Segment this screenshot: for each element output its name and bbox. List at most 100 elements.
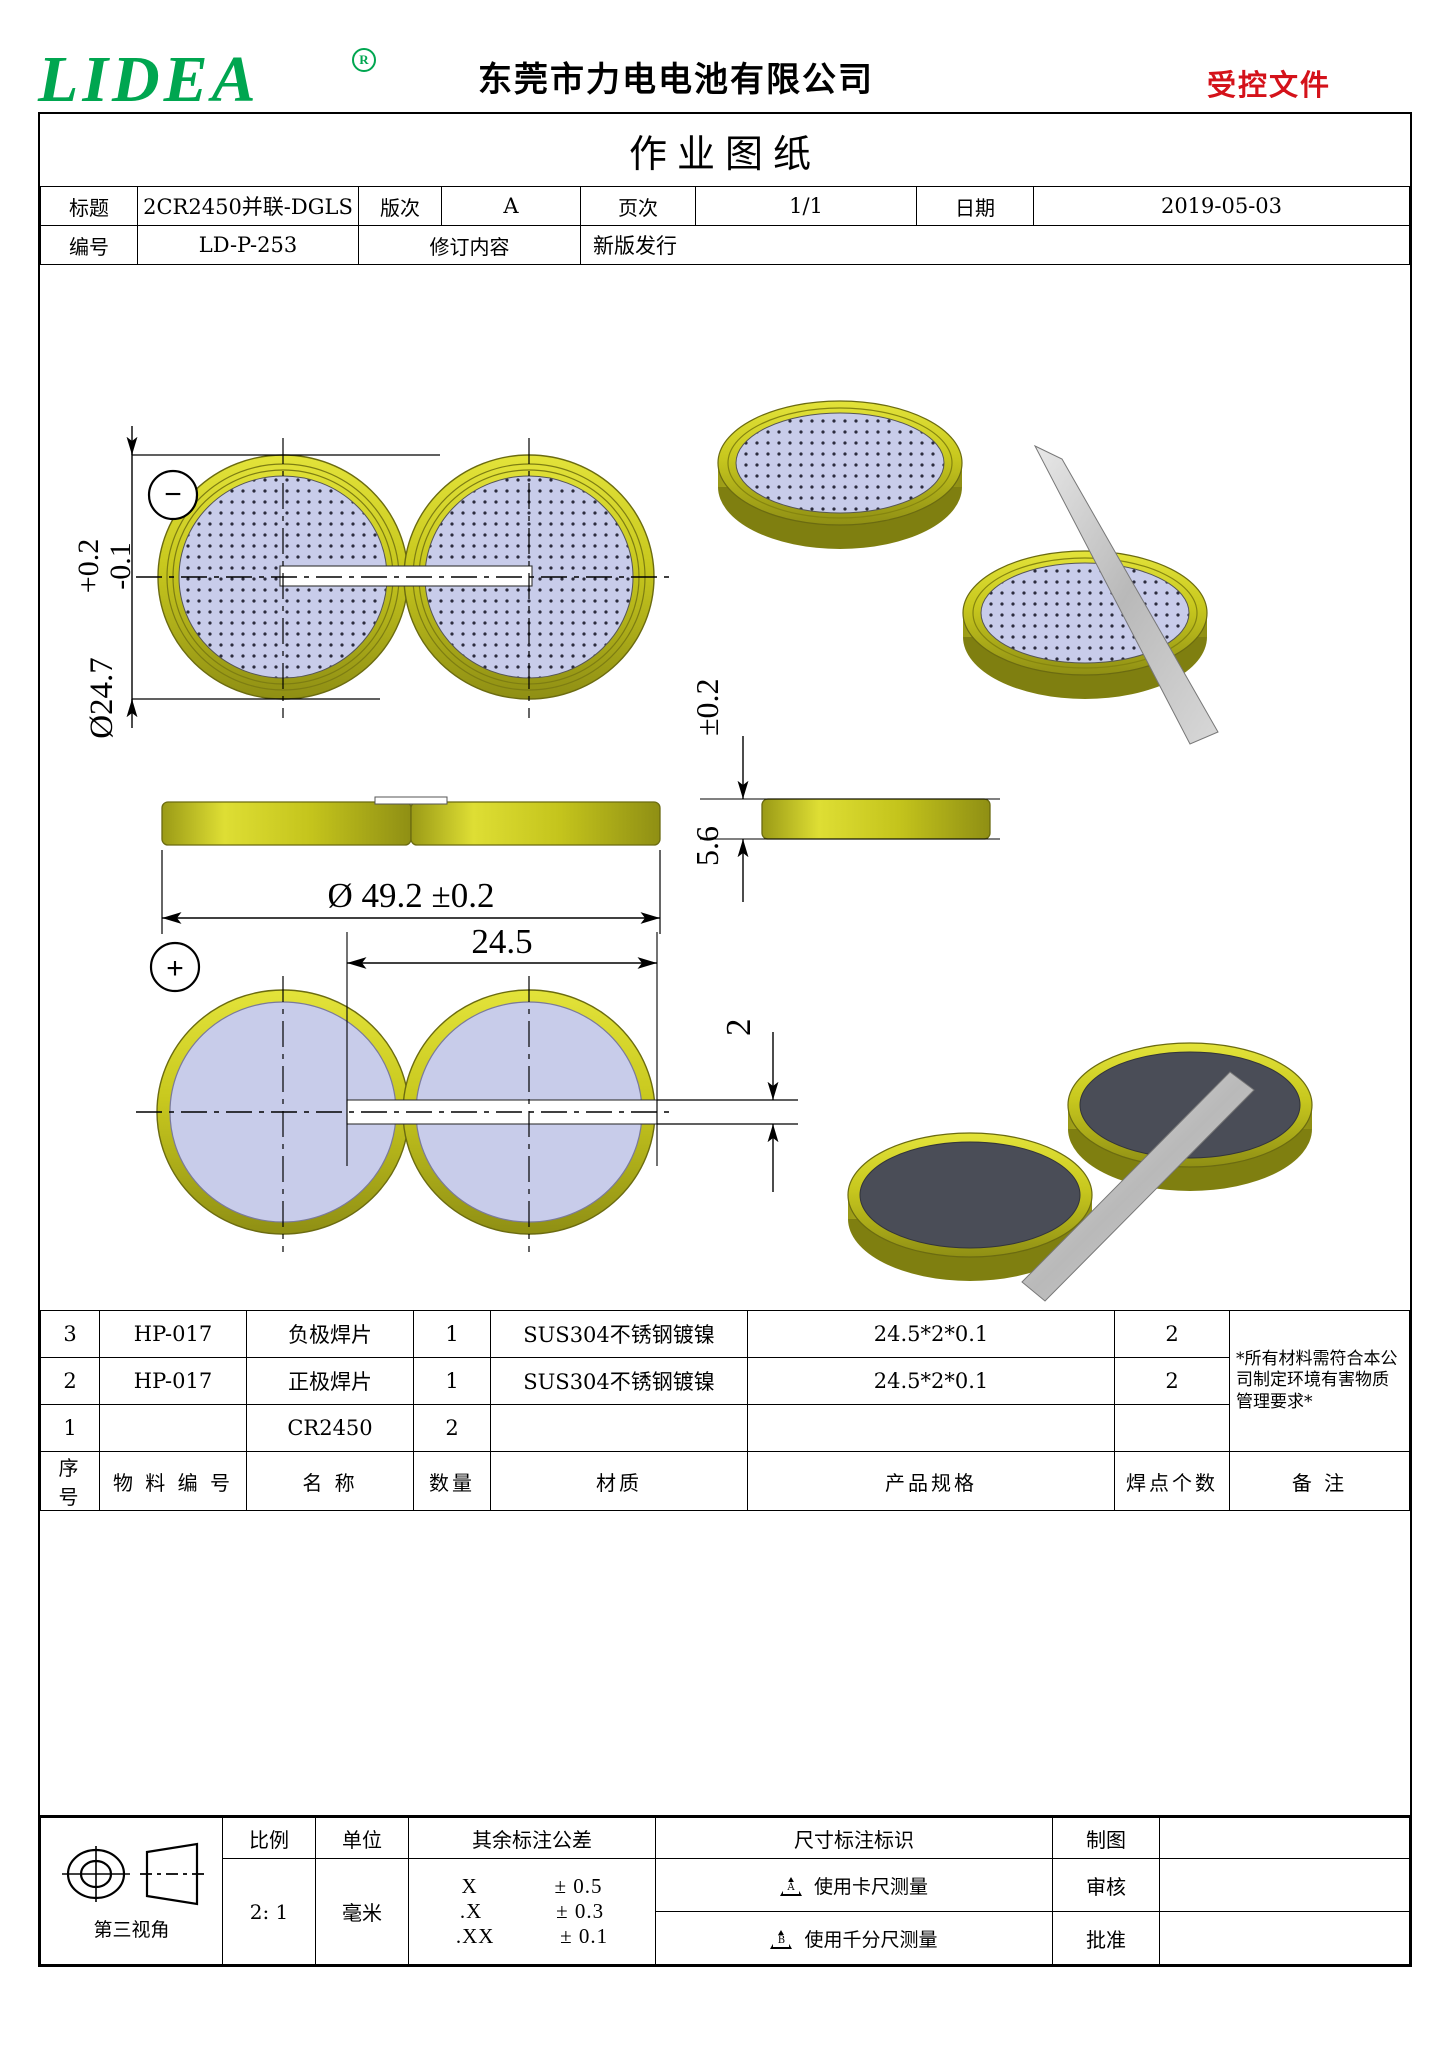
dim-tab-width: 2 (657, 1019, 798, 1192)
page-title: 作业图纸 (628, 131, 821, 176)
bom-part: HP-017 (99, 1357, 247, 1405)
legend-block: 第三视角 比例 单位 其余标注公差 尺寸标注标识 制图 2: 1 毫米 X± 0… (40, 1815, 1410, 1965)
bom-table: 3 HP-017 负极焊片 1 SUS304不锈钢镀镍 24.5*2*0.1 2… (40, 1310, 1410, 1511)
bom-header-remark: 备 注 (1229, 1451, 1410, 1511)
bom-header-part: 物 料 编 号 (99, 1451, 247, 1511)
bom-material (490, 1404, 748, 1452)
bom-header-qty: 数量 (413, 1451, 491, 1511)
bom-part (99, 1404, 247, 1452)
bom-header-no: 序 号 (40, 1451, 100, 1511)
bom-no: 2 (40, 1357, 100, 1405)
scale-label: 比例 (222, 1817, 316, 1859)
registered-trademark-icon: R (352, 44, 376, 72)
table-row: 3 HP-017 负极焊片 1 SUS304不锈钢镀镍 24.5*2*0.1 2… (40, 1310, 1410, 1452)
measure-caliper-text: 使用卡尺测量 (814, 1875, 929, 1898)
tol-val-dx: ± 0.3 (556, 1899, 605, 1923)
measure-header: 尺寸标注标识 (655, 1817, 1053, 1859)
company-name: 东莞市力电电池有限公司 (478, 60, 874, 100)
approval-value-draw[interactable] (1159, 1817, 1410, 1859)
bom-spec: 24.5*2*0.1 (747, 1310, 1115, 1358)
projection-label: 第三视角 (93, 1919, 170, 1941)
bom-welds (1114, 1404, 1230, 1452)
unit-label: 单位 (315, 1817, 409, 1859)
approval-label-check: 审核 (1052, 1858, 1160, 1912)
dim-label-overall-width: Ø 49.2 ±0.2 (328, 876, 495, 915)
bom-no: 3 (40, 1310, 100, 1358)
positive-isometric-view (847, 1042, 1313, 1302)
title-block-row-2: 编号 LD-P-253 修订内容 新版发行 (40, 225, 1410, 265)
dim-label-diameter-cell: Ø24.7 (84, 657, 120, 739)
third-angle-projection-cell: 第三视角 (40, 1817, 223, 1965)
third-angle-projection-icon (61, 1842, 204, 1906)
label-bianhao: 编号 (40, 225, 138, 265)
dim-label-thickness: 5.6 (689, 826, 725, 866)
value-date: 2019-05-03 (1033, 186, 1410, 226)
bom-welds: 2 (1114, 1357, 1230, 1405)
bom-qty: 2 (413, 1404, 491, 1452)
tol-key-x: X (461, 1874, 478, 1898)
measure-micrometer-text: 使用千分尺测量 (804, 1928, 938, 1951)
dim-label-tol-lower: -0.1 (104, 542, 137, 590)
value-product-title: 2CR2450并联-DGLS (137, 186, 359, 226)
bom-material: SUS304不锈钢镀镍 (490, 1310, 748, 1358)
unit-value: 毫米 (315, 1858, 409, 1965)
lidea-logo: LIDEA (38, 43, 260, 116)
label-banci: 版次 (358, 186, 442, 226)
label-xiudingneirong: 修订内容 (358, 225, 581, 265)
title-block-row-1: 标题 2CR2450并联-DGLS 版次 A 页次 1/1 日期 2019-05… (40, 186, 1410, 226)
bom-no: 1 (40, 1404, 100, 1452)
value-revision-content: 新版发行 (580, 225, 1410, 265)
label-yeci: 页次 (580, 186, 696, 226)
dim-label-tab-width: 2 (719, 1019, 758, 1037)
tol-key-dxx: .XX (455, 1924, 495, 1948)
dim-diameter-24-7: +0.2 -0.1 Ø24.7 (72, 426, 440, 739)
dim-label-thickness-tol: ±0.2 (689, 678, 725, 736)
controlled-document-stamp: 受控文件 (1207, 68, 1332, 102)
dim-label-tab-length: 24.5 (471, 922, 532, 961)
tol-val-x: ± 0.5 (554, 1874, 603, 1898)
negative-polarity-label: − (164, 478, 182, 511)
page-header: LIDEA R 东莞市力电电池有限公司 受控文件 (0, 0, 1447, 116)
bom-header-welds: 焊点个数 (1114, 1451, 1230, 1511)
bom-name: CR2450 (246, 1404, 414, 1452)
measure-micrometer: B 使用千分尺测量 (655, 1911, 1053, 1965)
bom-header-spec: 产品规格 (747, 1451, 1115, 1511)
drawing-area: − +0.2 -0.1 Ø24.7 (40, 266, 1410, 1310)
bom-name: 负极焊片 (246, 1310, 414, 1358)
weld-tab-negative (1033, 444, 1219, 745)
approval-value-approve[interactable] (1159, 1911, 1410, 1965)
tolerance-list: X± 0.5 .X± 0.3 .XX± 0.1 (408, 1858, 656, 1965)
title-block-table: 标题 2CR2450并联-DGLS 版次 A 页次 1/1 日期 2019-05… (40, 186, 1410, 265)
scale-value: 2: 1 (222, 1858, 316, 1965)
tolerance-header: 其余标注公差 (408, 1817, 656, 1859)
bom-remark: *所有材料需符合本公司制定环境有害物质管理要求* (1229, 1310, 1410, 1452)
dim-thickness: ±0.2 5.6 (689, 678, 1000, 902)
bom-qty: 1 (413, 1357, 491, 1405)
negative-polarity-icon (147, 469, 199, 521)
positive-top-view: + (136, 941, 676, 1252)
bom-header-row: 序 号 物 料 编 号 名 称 数量 材质 产品规格 焊点个数 备 注 (40, 1451, 1410, 1511)
bom-name: 正极焊片 (246, 1357, 414, 1405)
table-row: 2 HP-017 正极焊片 1 SUS304不锈钢镀镍 24.5*2*0.1 2 (40, 1357, 1410, 1405)
label-riqi: 日期 (916, 186, 1034, 226)
warning-triangle-b-icon: B (770, 1929, 793, 1949)
tol-val-dxx: ± 0.1 (560, 1924, 609, 1948)
warning-triangle-a-icon: A (779, 1876, 802, 1896)
dim-label-tol-upper: +0.2 (72, 539, 105, 593)
table-row: 1 CR2450 2 (40, 1404, 1410, 1452)
positive-polarity-label: + (166, 952, 184, 985)
thickness-side-view (761, 798, 991, 840)
bom-spec: 24.5*2*0.1 (747, 1357, 1115, 1405)
negative-top-view: − (136, 438, 676, 718)
negative-isometric-view (717, 400, 1219, 745)
bom-material: SUS304不锈钢镀镍 (490, 1357, 748, 1405)
weld-tab-positive (1021, 1071, 1255, 1302)
bom-qty: 1 (413, 1310, 491, 1358)
bom-part: HP-017 (99, 1310, 247, 1358)
dim-overall-width: Ø 49.2 ±0.2 (161, 850, 661, 934)
side-elevation-view (161, 796, 661, 846)
approval-label-approve: 批准 (1052, 1911, 1160, 1965)
drawing-frame: 作业图纸 标题 2CR2450并联-DGLS 版次 A 页次 1/1 日期 20… (38, 112, 1412, 1967)
approval-value-check[interactable] (1159, 1858, 1410, 1912)
